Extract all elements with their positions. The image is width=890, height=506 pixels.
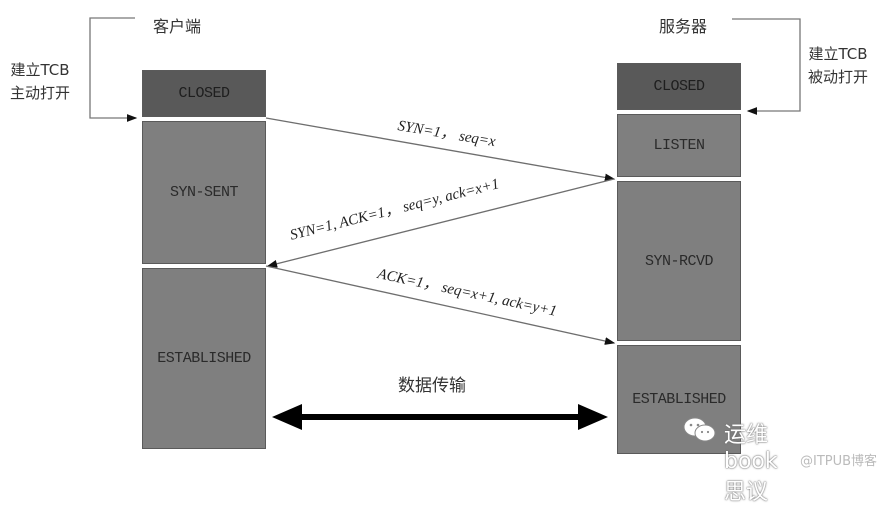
server-open-note: 建立TCB 被动打开 [808,43,868,89]
connector-lines [89,17,801,430]
server-state-closed: CLOSED [617,63,741,110]
data-transfer-label: 数据传输 [398,376,466,396]
client-note-line2: 主动打开 [10,84,71,102]
syn-ack-arrow [266,178,615,268]
client-title: 客户端 [153,17,202,36]
server-open-bracket [732,18,801,115]
ack-arrow [265,265,616,345]
client-open-bracket [89,17,138,122]
client-state-closed: CLOSED [142,70,266,117]
client-note-line1: 建立TCB [10,61,70,79]
watermark-brand: 运维book思议 [724,423,778,505]
server-note-line1: 建立TCB [808,45,868,63]
server-state-listen: LISTEN [617,114,741,177]
wechat-icon [683,417,716,442]
client-state-established: ESTABLISHED [142,268,266,449]
server-state-established: ESTABLISHED [617,345,741,454]
syn-arrow [265,117,616,182]
server-title: 服务器 [659,17,708,36]
client-open-note: 建立TCB 主动打开 [10,59,70,105]
client-state-syn-sent: SYN-SENT [142,121,266,264]
data-transfer-arrow [272,404,608,430]
watermark-source: @ITPUB博客 [800,454,878,469]
server-state-syn-rcvd: SYN-RCVD [617,181,741,341]
server-note-line2: 被动打开 [808,68,869,86]
